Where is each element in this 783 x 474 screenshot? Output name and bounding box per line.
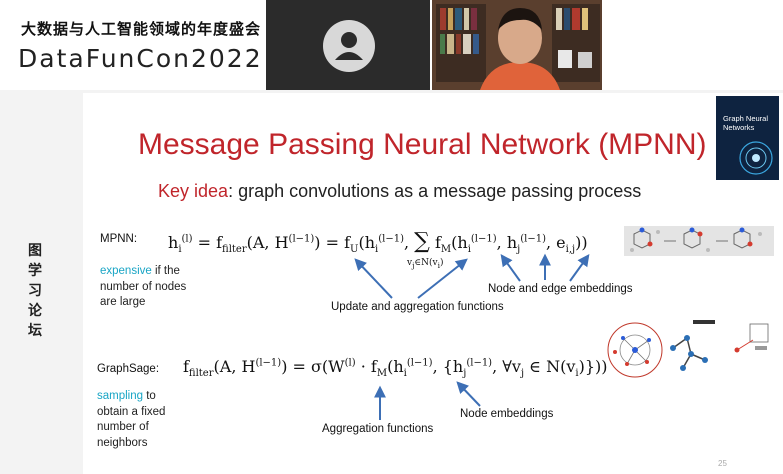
forum-side-label: 图学习论坛	[28, 242, 42, 338]
conference-name-en: DataFunCon2022	[18, 44, 263, 73]
book-title: Graph Neural Networks	[723, 114, 769, 132]
mpnn-formula: hi(l) = ffilter(A, H(l−1)) = fU(hi(l−1),…	[168, 229, 588, 256]
key-idea-label: Key idea	[158, 181, 229, 201]
avatar-placeholder-icon	[323, 20, 375, 72]
mpnn-note: expensive if the number of nodes are lar…	[100, 264, 190, 311]
graphsage-note-highlight: sampling	[97, 390, 144, 402]
slide-canvas	[83, 93, 783, 474]
conference-name-cn: 大数据与人工智能领域的年度盛会	[21, 21, 262, 38]
graphsage-diagram	[605, 318, 777, 380]
annotation-update-agg: Update and aggregation functions	[331, 301, 504, 313]
key-idea-text: : graph convolutions as a message passin…	[228, 181, 642, 201]
mpnn-molecule-diagram	[624, 226, 774, 256]
mpnn-note-highlight: expensive	[100, 265, 152, 277]
sum-index: vj∈N(vi)	[407, 258, 444, 270]
graphsage-note-text: to obtain a fixed number of neighbors	[97, 390, 166, 449]
graphsage-note: sampling to obtain a fixed number of nei…	[97, 389, 187, 451]
graphsage-label: GraphSage:	[97, 363, 160, 375]
annotation-node-emb: Node embeddings	[460, 408, 554, 420]
mpnn-note-text: if the number of nodes are large	[100, 265, 187, 308]
key-idea: Key idea: graph convolutions as a messag…	[158, 181, 641, 202]
speaker-video	[432, 0, 602, 90]
book-cover: Graph Neural Networks	[716, 96, 779, 180]
camera-tile-speaker[interactable]	[432, 0, 602, 90]
graphsage-formula: ffilter(A, H(l−1)) = σ(W(l) · fM(hi(l−1)…	[183, 357, 608, 380]
annotation-node-edge: Node and edge embeddings	[488, 283, 633, 295]
slide-title: Message Passing Neural Network (MPNN)	[138, 128, 707, 161]
page-number: 25	[718, 459, 727, 468]
camera-tile-empty[interactable]	[266, 0, 430, 90]
annotation-agg: Aggregation functions	[322, 423, 434, 435]
mpnn-label: MPNN:	[100, 233, 138, 245]
